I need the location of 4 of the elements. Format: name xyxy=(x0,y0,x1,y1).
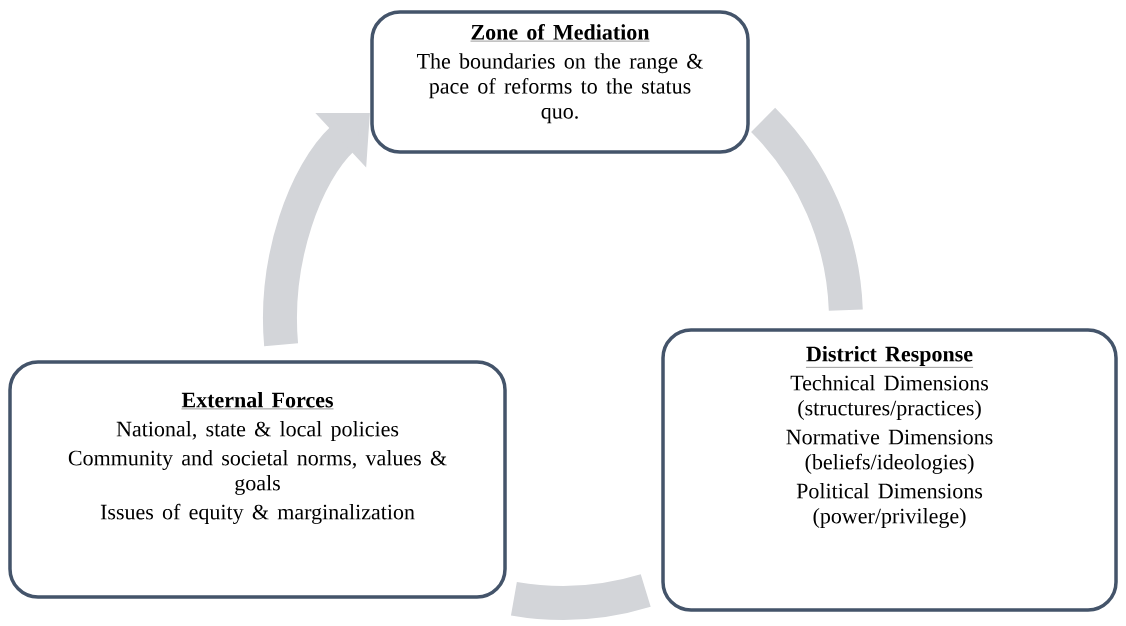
cycle-arrow xyxy=(263,113,370,346)
text-box: External Forces National, state & local policies Community and societal norms, values & goals Issues of equity & marginalization xyxy=(8,360,507,599)
text-box: District Response Technical Dimensions (structures/practices) Normative Dimensions (beliefs/ideologies) Political Dimensions (power/privilege) xyxy=(661,328,1118,612)
text-box: Zone of Mediation The boundaries on the range & pace of reforms to the status quo. xyxy=(370,10,750,154)
